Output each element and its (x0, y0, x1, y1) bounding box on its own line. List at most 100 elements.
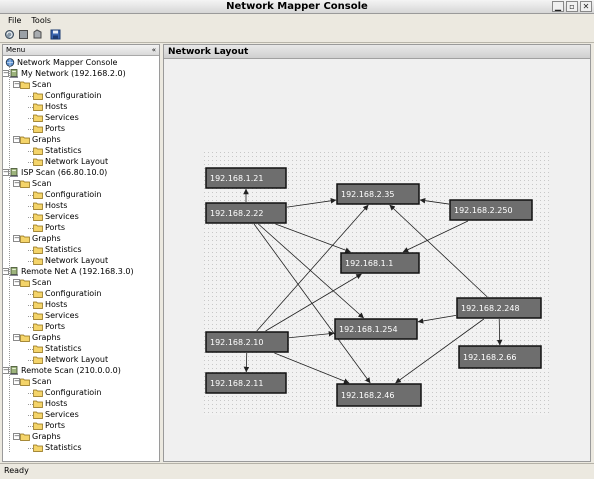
save-icon[interactable] (50, 29, 61, 40)
tree-item-leaf[interactable]: Ports (33, 420, 65, 431)
maximize-button[interactable]: ▫ (566, 1, 578, 12)
tree-item-label: Ports (45, 223, 66, 232)
tree-item-folder[interactable]: Graphs (20, 332, 61, 343)
folder-icon (33, 202, 43, 210)
tree-item-leaf[interactable]: Hosts (33, 200, 67, 211)
tree-item-folder[interactable]: Scan (20, 178, 51, 189)
tree-item-leaf[interactable]: Services (33, 211, 79, 222)
tree-item-label: Ports (45, 322, 66, 331)
tree-item-leaf[interactable]: Statistics (33, 442, 82, 453)
tree-item-leaf[interactable]: Services (33, 409, 79, 420)
graph-node[interactable]: 192.168.2.250 (449, 199, 533, 221)
window-title: Network Mapper Console (226, 1, 368, 12)
tree-item-leaf[interactable]: Hosts (33, 299, 67, 310)
expand-toggle[interactable]: − (3, 267, 9, 275)
tree-item-folder[interactable]: Scan (20, 376, 51, 387)
expand-toggle[interactable]: − (13, 234, 20, 242)
expand-toggle[interactable]: − (3, 366, 9, 374)
folder-icon (33, 158, 43, 166)
graph-node[interactable]: 192.168.1.21 (205, 167, 287, 189)
tree-item-leaf[interactable]: Ports (33, 222, 65, 233)
tree-item-leaf[interactable]: Statistics (33, 343, 82, 354)
tree-item-leaf[interactable]: Configuratioin (33, 288, 101, 299)
folder-icon (33, 312, 43, 320)
graph-node[interactable]: 192.168.2.11 (205, 372, 287, 394)
network-icon (10, 69, 18, 78)
collapse-icon[interactable]: « (151, 46, 156, 54)
node-box (205, 167, 287, 189)
tree-item-leaf[interactable]: Services (33, 310, 79, 321)
tree-item-label: Remote Scan (210.0.0.0) (21, 366, 121, 375)
tree-item-leaf[interactable]: Configuratioin (33, 90, 101, 101)
tree-item-label: Hosts (45, 201, 68, 210)
panel-title: Network Layout (164, 45, 590, 59)
folder-icon (20, 235, 30, 243)
node-label: 192.168.2.46 (341, 391, 394, 400)
tree-item-folder[interactable]: Graphs (20, 134, 61, 145)
expand-toggle[interactable]: − (3, 69, 9, 77)
tree-item-leaf[interactable]: Network Layout (33, 354, 108, 365)
expand-toggle[interactable]: − (13, 80, 20, 88)
expand-toggle[interactable]: − (13, 135, 20, 143)
tree-item-label: Configuratioin (45, 190, 102, 199)
expand-toggle[interactable]: − (13, 432, 20, 440)
tree-item-leaf[interactable]: Network Layout (33, 255, 108, 266)
tree-root[interactable]: Network Mapper Console (5, 57, 117, 68)
tree-item-network[interactable]: My Network (192.168.2.0) (9, 68, 126, 79)
graph-edge (286, 198, 337, 208)
node-box (458, 345, 542, 369)
graph-edge (274, 352, 350, 384)
tree-item-leaf[interactable]: Hosts (33, 398, 67, 409)
graph-edge (389, 204, 488, 298)
tree-item-leaf[interactable]: Services (33, 112, 79, 123)
tree-item-folder[interactable]: Scan (20, 79, 51, 90)
tree-item-folder[interactable]: Graphs (20, 233, 61, 244)
sidebar-header: Menu « (3, 45, 159, 56)
tree-item-leaf[interactable]: Network Layout (33, 156, 108, 167)
folder-icon (33, 290, 43, 298)
expand-toggle[interactable]: − (13, 179, 20, 187)
folder-icon (33, 411, 43, 419)
graph-node[interactable]: 192.168.2.248 (456, 297, 542, 319)
graph-node[interactable]: 192.168.1.1 (340, 252, 420, 274)
minimize-button[interactable]: ▁ (552, 1, 564, 12)
tree-item-folder[interactable]: Graphs (20, 431, 61, 442)
expand-toggle[interactable]: − (13, 377, 20, 385)
graph-node[interactable]: 192.168.1.254 (334, 318, 418, 340)
tree-item-leaf[interactable]: Ports (33, 321, 65, 332)
node-label: 192.168.1.21 (210, 174, 263, 183)
tree-item-leaf[interactable]: Configuratioin (33, 387, 101, 398)
tree-root-label: Network Mapper Console (17, 58, 118, 67)
menu-tools[interactable]: Tools (31, 16, 52, 25)
graph-node[interactable]: 192.168.2.10 (205, 331, 289, 353)
network-icon (10, 267, 18, 276)
tree-item-leaf[interactable]: Hosts (33, 101, 67, 112)
folder-icon (33, 114, 43, 122)
tree-item-folder[interactable]: Scan (20, 277, 51, 288)
network-graph[interactable]: 192.168.1.21 192.168.2.22 192.168.2.35 192.… (164, 60, 590, 461)
tree-item-network[interactable]: ISP Scan (66.80.10.0) (9, 167, 107, 178)
folder-icon (20, 81, 30, 89)
menu-file[interactable]: File (8, 16, 22, 25)
graph-node[interactable]: 192.168.2.22 (205, 202, 287, 224)
graph-node[interactable]: 192.168.2.66 (458, 345, 542, 369)
tree-item-network[interactable]: Remote Net A (192.168.3.0) (9, 266, 134, 277)
tree-connector (28, 415, 33, 416)
expand-toggle[interactable]: − (13, 333, 20, 341)
expand-toggle[interactable]: − (3, 168, 9, 176)
tree-item-leaf[interactable]: Statistics (33, 244, 82, 255)
tree-item-network[interactable]: Remote Scan (210.0.0.0) (9, 365, 121, 376)
tree-connector (28, 118, 33, 119)
scan-icon[interactable] (32, 29, 43, 40)
refresh-icon[interactable] (4, 29, 15, 40)
expand-toggle[interactable]: − (13, 278, 20, 286)
folder-icon (20, 279, 30, 287)
tree-item-leaf[interactable]: Ports (33, 123, 65, 134)
graph-node[interactable]: 192.168.2.35 (336, 183, 420, 205)
stop-icon[interactable] (18, 29, 29, 40)
folder-icon (33, 400, 43, 408)
tree-item-leaf[interactable]: Statistics (33, 145, 82, 156)
tree-item-leaf[interactable]: Configuratioin (33, 189, 101, 200)
graph-node[interactable]: 192.168.2.46 (336, 383, 422, 407)
close-button[interactable]: ✕ (580, 1, 592, 12)
